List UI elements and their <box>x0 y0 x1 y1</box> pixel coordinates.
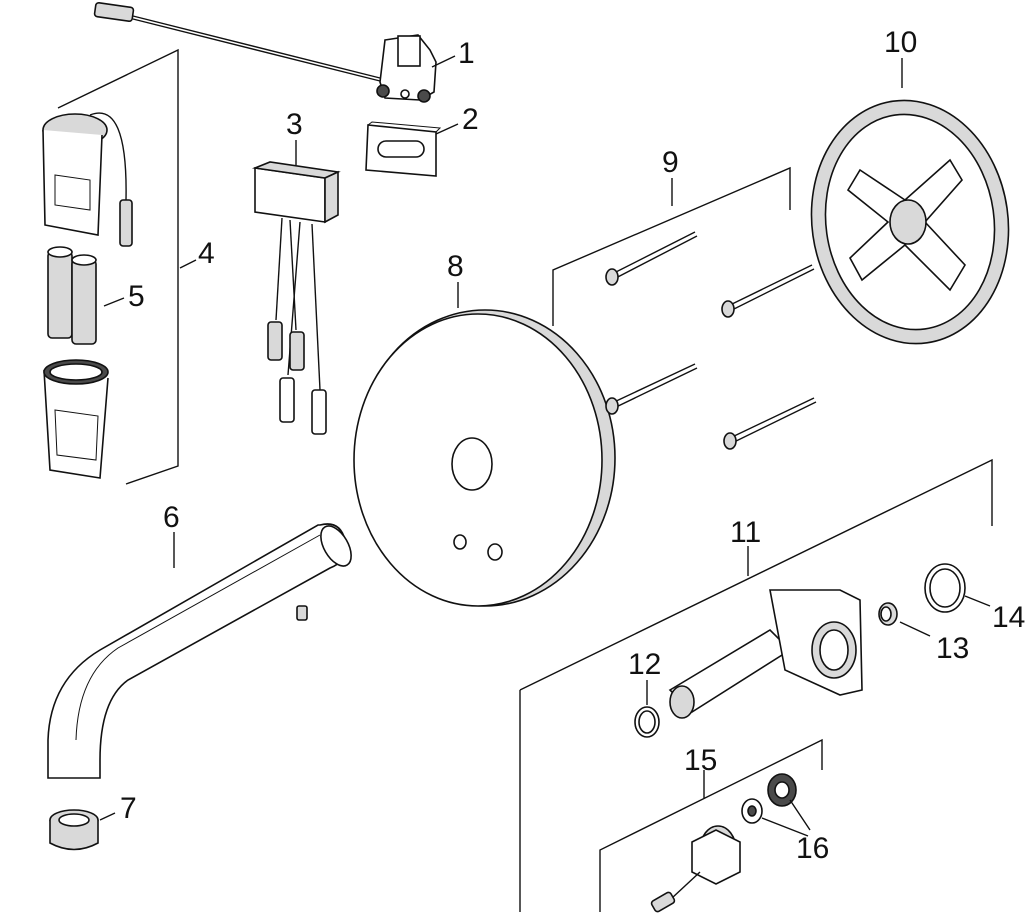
part-7-aerator <box>49 809 99 851</box>
part-2-mounting-plate <box>365 121 442 177</box>
callout-labels: 1 2 3 4 5 6 7 8 9 10 11 12 13 14 15 16 <box>120 26 1025 865</box>
callout-15: 15 <box>684 744 717 777</box>
part-12-o-ring <box>634 706 660 738</box>
callout-16: 16 <box>796 832 829 865</box>
callout-8: 8 <box>447 250 464 283</box>
part-9-screws <box>552 166 817 450</box>
callout-6: 6 <box>163 501 180 534</box>
callout-4: 4 <box>198 237 215 270</box>
callout-11: 11 <box>730 516 761 549</box>
battery-case <box>43 359 109 479</box>
part-4-battery-housing <box>42 48 179 485</box>
part-14-o-ring <box>924 563 966 613</box>
part-15-solenoid-valve <box>599 738 823 913</box>
callout-12: 12 <box>628 648 661 681</box>
callout-5: 5 <box>128 280 145 313</box>
callout-3: 3 <box>286 108 303 141</box>
callout-9: 9 <box>662 146 679 179</box>
leader-lines <box>99 55 991 837</box>
callout-13: 13 <box>936 632 969 665</box>
part-1-sensor-cable-bracket <box>93 2 437 103</box>
callout-10: 10 <box>884 26 917 59</box>
part-16-filter <box>741 773 797 824</box>
part-11-valve-body <box>519 458 993 912</box>
part-10-mounting-ring <box>810 99 1010 345</box>
part-8-cover-plate <box>353 309 616 607</box>
part-5-batteries <box>47 246 97 345</box>
callout-14: 14 <box>992 601 1025 634</box>
part-6-spout <box>47 523 352 779</box>
callout-1: 1 <box>458 37 475 70</box>
callout-2: 2 <box>462 103 479 136</box>
callout-7: 7 <box>120 792 137 825</box>
part-3-control-box <box>251 161 341 435</box>
part-13-check-valve <box>878 602 898 626</box>
